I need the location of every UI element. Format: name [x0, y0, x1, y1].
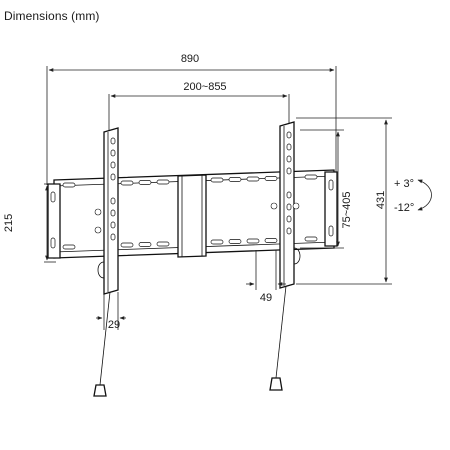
center-block [177, 174, 207, 258]
dimension-overall-width: 890 [46, 53, 337, 185]
overall-height-label: 431 [375, 191, 387, 209]
right-vertical-arm [269, 121, 301, 391]
height-label: 215 [3, 214, 15, 232]
dimension-overall-height: 431 [296, 117, 392, 285]
profile-label: 29 [108, 319, 120, 331]
overall-width-label: 890 [181, 53, 199, 65]
adjust-height-label: 75~405 [341, 191, 353, 228]
dimension-depth: 49 [246, 250, 286, 304]
tilt-arrow-icon [417, 179, 432, 211]
dimension-adjust-height: 75~405 [300, 129, 353, 249]
tilt-indicator: + 3° -12° [394, 178, 432, 214]
depth-label: 49 [260, 292, 272, 304]
tilt-down-label: -12° [394, 202, 414, 214]
dimension-vesa-width: 200~855 [108, 81, 290, 130]
tilt-up-label: + 3° [394, 178, 414, 190]
diagram-title: Dimensions (mm) [4, 9, 100, 23]
left-vertical-arm [93, 127, 119, 397]
vesa-width-label: 200~855 [183, 81, 226, 93]
dimension-profile: 29 [96, 292, 126, 331]
